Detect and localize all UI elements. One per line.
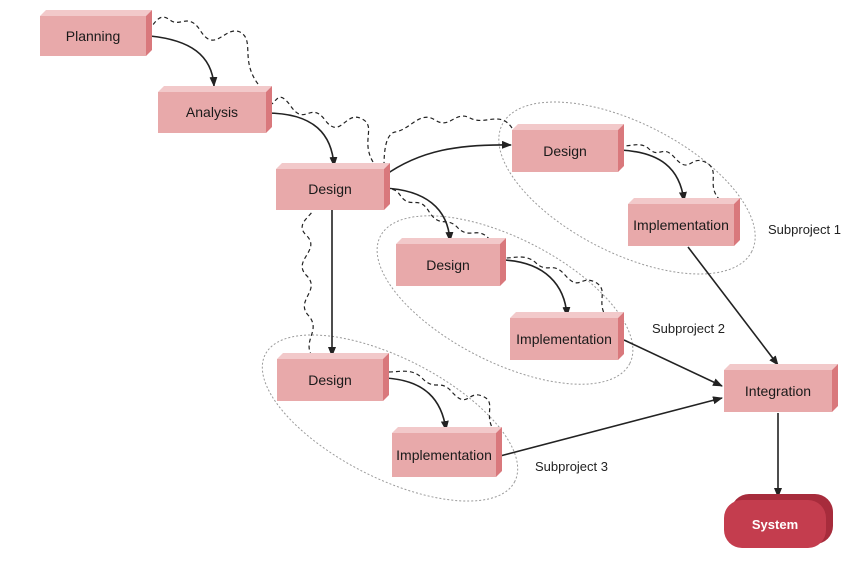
planning-label: Planning	[66, 28, 121, 44]
arrow-impl2-integration	[623, 339, 723, 387]
box-analysis: Analysis	[158, 86, 272, 133]
box-implementation-sub1: Implementation	[628, 198, 740, 246]
arrow-design-design1	[383, 140, 512, 177]
system-label: System	[752, 517, 798, 532]
feedback-impl3-design3	[387, 370, 496, 433]
arrow-design-design2	[383, 187, 454, 242]
feedback-design1-design	[383, 115, 513, 167]
design-sub3-label: Design	[308, 372, 352, 388]
box-implementation-sub2: Implementation	[510, 312, 624, 360]
subproject-2-group	[376, 215, 634, 385]
subproject-3-group	[261, 334, 519, 502]
subproject-1-group	[498, 101, 756, 275]
box-implementation-sub3: Implementation	[392, 427, 502, 477]
feedback-impl1-design1	[622, 144, 721, 201]
box-system: System	[724, 494, 833, 548]
arrow-planning-analysis	[149, 35, 218, 87]
arrow-design2-impl2	[502, 259, 571, 317]
implementation-sub2-label: Implementation	[516, 331, 612, 347]
arrow-design3-impl3	[384, 377, 449, 431]
box-planning: Planning	[40, 10, 152, 56]
implementation-sub1-label: Implementation	[633, 217, 729, 233]
box-design-sub2: Design	[396, 238, 506, 286]
box-design-sub3: Design	[277, 353, 389, 401]
box-design-sub1: Design	[512, 124, 624, 172]
feedback-lines	[151, 16, 721, 433]
analysis-label: Analysis	[186, 104, 238, 120]
arrow-design1-impl1	[619, 149, 687, 202]
subproject-2-label: Subproject 2	[652, 321, 725, 336]
implementation-sub3-label: Implementation	[396, 447, 492, 463]
subproject-3-label: Subproject 3	[535, 459, 608, 474]
feedback-analysis-planning	[151, 16, 259, 85]
arrow-impl3-integration	[499, 396, 723, 457]
box-design-main: Design	[276, 163, 390, 210]
feedback-design-analysis	[271, 96, 374, 163]
arrow-analysis-design	[265, 112, 338, 167]
design-sub2-label: Design	[426, 257, 470, 273]
arrow-impl1-integration	[687, 246, 779, 366]
subproject-1-label: Subproject 1	[768, 222, 841, 237]
feedback-design2-design	[387, 187, 491, 241]
box-integration: Integration	[724, 364, 838, 412]
design-main-label: Design	[308, 181, 352, 197]
integration-label: Integration	[745, 383, 811, 399]
flow-arrows	[149, 35, 782, 498]
feedback-design3-design	[301, 211, 314, 357]
feedback-impl2-design2	[504, 256, 608, 319]
design-sub1-label: Design	[543, 143, 587, 159]
